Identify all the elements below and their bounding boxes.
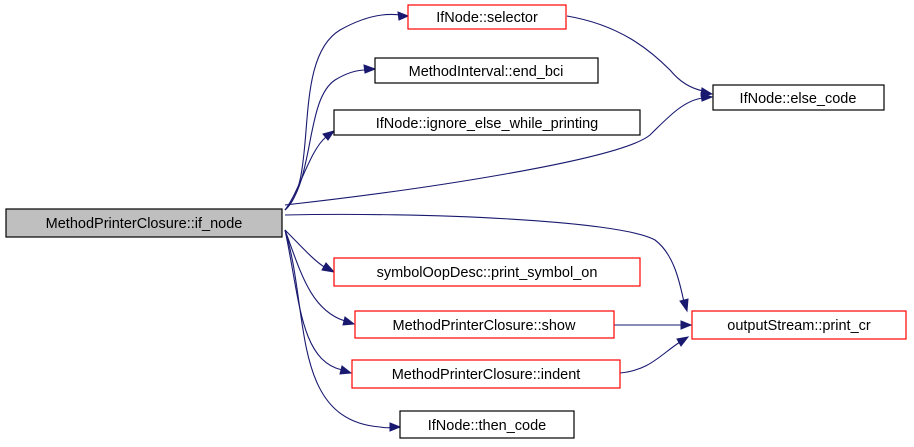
node-then-code-box xyxy=(399,410,575,439)
arrowhead-show-print-cr xyxy=(680,320,693,330)
node-show-box xyxy=(354,310,615,339)
node-indent[interactable]: MethodPrinterClosure::indent xyxy=(351,359,621,389)
arrowhead-indent-print-cr xyxy=(676,336,690,347)
node-else-code-box xyxy=(712,84,885,111)
node-print-symbol-on-label: symbolOopDesc::print_symbol_on xyxy=(377,265,598,281)
node-else-code-label: IfNode::else_code xyxy=(740,91,857,107)
node-show[interactable]: MethodPrinterClosure::show xyxy=(354,310,615,339)
node-end-bci-label: MethodInterval::end_bci xyxy=(409,64,564,80)
arrowhead-ignore-else xyxy=(322,130,336,141)
node-selector[interactable]: IfNode::selector xyxy=(407,4,567,30)
node-root[interactable]: MethodPrinterClosure::if_node xyxy=(5,208,283,238)
arrowhead-indent xyxy=(339,365,353,375)
edge-root-indent xyxy=(284,229,343,371)
arrowhead-selector xyxy=(397,11,410,21)
node-show-label: MethodPrinterClosure::show xyxy=(393,318,576,334)
node-print-cr[interactable]: outputStream::print_cr xyxy=(691,310,907,340)
node-then-code[interactable]: IfNode::then_code xyxy=(399,410,575,439)
node-print-cr-box xyxy=(691,310,907,340)
node-root-box xyxy=(5,208,283,238)
edge-root-ignore-else xyxy=(284,136,327,211)
edge-root-print-symbol xyxy=(284,229,327,269)
edge-indent-print-cr xyxy=(619,341,681,374)
node-print-symbol-on-box xyxy=(333,257,641,287)
edges-layer xyxy=(284,11,714,432)
edge-root-selector xyxy=(284,13,401,211)
arrowhead-print-symbol xyxy=(321,262,336,273)
node-root-label: MethodPrinterClosure::if_node xyxy=(46,216,243,232)
edge-root-else-code xyxy=(284,97,704,206)
node-ignore-else-label: IfNode::ignore_else_while_printing xyxy=(376,116,598,132)
edge-root-show xyxy=(284,229,346,322)
node-end-bci-box xyxy=(374,57,599,84)
node-ignore-else-box xyxy=(333,109,641,136)
node-then-code-label: IfNode::then_code xyxy=(428,418,547,434)
node-end-bci[interactable]: MethodInterval::end_bci xyxy=(374,57,599,84)
arrowhead-then-code xyxy=(389,422,402,432)
node-print-symbol-on[interactable]: symbolOopDesc::print_symbol_on xyxy=(333,257,641,287)
node-selector-label: IfNode::selector xyxy=(436,10,538,26)
node-selector-box xyxy=(407,4,567,30)
edge-root-print-cr xyxy=(284,213,685,303)
arrowhead-selector-else xyxy=(700,87,714,97)
node-indent-box xyxy=(351,359,621,389)
arrowhead-end-bci xyxy=(363,64,377,74)
edge-selector-else-code xyxy=(566,15,704,92)
node-ignore-else[interactable]: IfNode::ignore_else_while_printing xyxy=(333,109,641,136)
nodes-layer: MethodPrinterClosure::if_node IfNode::se… xyxy=(5,4,907,439)
node-else-code[interactable]: IfNode::else_code xyxy=(712,84,885,111)
edge-root-then-code xyxy=(284,229,393,429)
arrowhead-print-cr-top xyxy=(679,298,689,313)
arrowhead-show xyxy=(342,316,356,326)
node-indent-label: MethodPrinterClosure::indent xyxy=(392,367,581,383)
node-print-cr-label: outputStream::print_cr xyxy=(727,318,871,334)
